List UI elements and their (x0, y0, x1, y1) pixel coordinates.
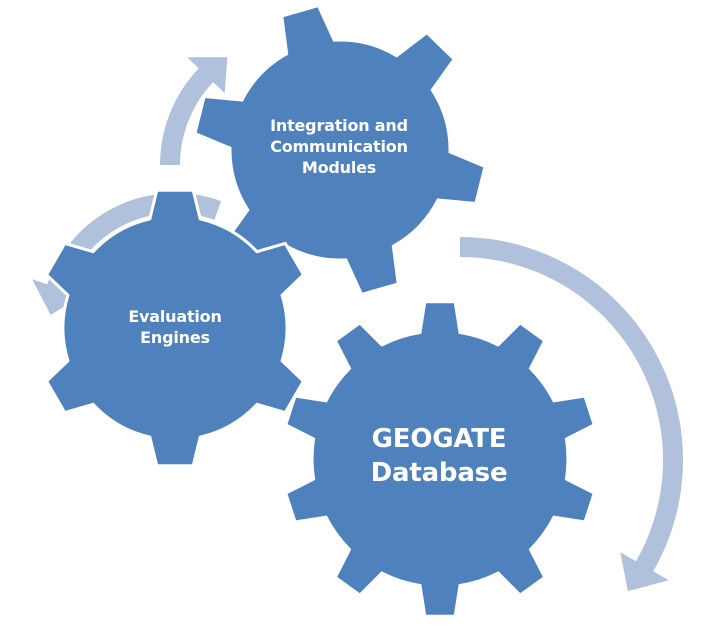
gears (44, 3, 597, 618)
label-line: Engines (140, 328, 210, 347)
gear-geogate-database (283, 300, 597, 618)
gear-label-integration-modules: Integration and Communication Modules (270, 116, 408, 178)
gear-evaluation (44, 188, 306, 468)
label-line: Integration and (270, 115, 408, 135)
label-line: Database (370, 458, 508, 488)
gear-label-evaluation-engines: Evaluation Engines (128, 307, 222, 349)
gear-label-geogate-database: GEOGATE Database (371, 423, 508, 491)
gear-integration (193, 3, 487, 297)
label-line: Evaluation (128, 307, 222, 327)
label-line: GEOGATE (371, 424, 507, 455)
label-line: Communication (270, 136, 408, 156)
arrow-geogate-cycle-icon (460, 237, 683, 592)
arrow-evaluation-to-integration-icon (160, 57, 228, 166)
label-line: Modules (301, 157, 377, 177)
